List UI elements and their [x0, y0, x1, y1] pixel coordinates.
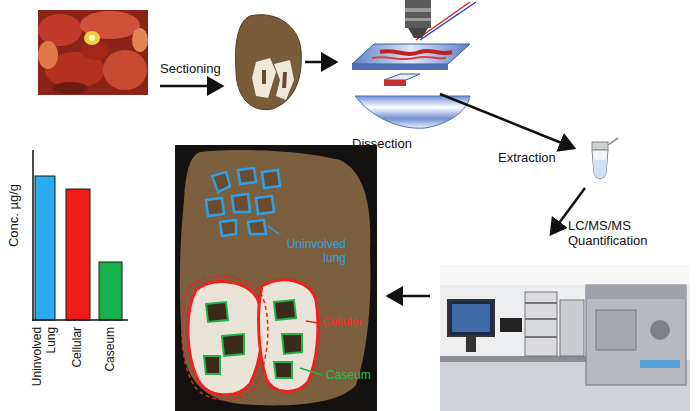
cellular-region-outline [188, 280, 318, 395]
uninvolved-region-outline-part [262, 170, 280, 188]
axis-category: Cellular [71, 327, 85, 407]
bar-chart-part [35, 176, 55, 320]
tissue-photo-part [38, 14, 82, 46]
lcms-instrument-photo-part [596, 310, 636, 350]
leader-line [306, 321, 318, 323]
bar-chart-part [32, 319, 128, 321]
lcms-instrument-photo-part [640, 360, 680, 368]
lcms-instrument-photo-part [448, 300, 494, 336]
region-label: Uninvolved lung [280, 238, 346, 266]
caseum-region-outline-part [204, 356, 220, 374]
lcms-instrument-photo-part [500, 318, 522, 332]
tissue-photo [38, 10, 148, 95]
lcms-instrument-photo-part [650, 320, 670, 340]
leader-line [268, 226, 279, 234]
tissue-photo-part [89, 35, 95, 41]
step-label: Dissection [352, 137, 412, 152]
extraction-tube [592, 138, 618, 179]
region-label: Cellular [322, 316, 363, 330]
dissection-microscope-part [372, 57, 446, 59]
caseum-region-outline-part [274, 300, 296, 320]
annotated-section-part [175, 145, 377, 411]
lcms-instrument-photo-part [586, 285, 686, 299]
dissection-microscope-part [352, 44, 470, 64]
tissue-photo-part [52, 82, 88, 94]
tissue-photo-part [132, 28, 148, 52]
bar-chart [32, 150, 128, 321]
caseum-region-outline-part [206, 302, 228, 322]
dissection-microscope-part [405, 18, 431, 21]
dissection-microscope-part [355, 96, 470, 128]
step-label: LC/MS/MS Quantification [568, 219, 668, 249]
lcms-instrument-photo-part [525, 336, 557, 338]
dissection-microscope-part [405, 8, 431, 12]
cellular-region-outline-part [188, 282, 262, 395]
flow-arrow-part [440, 94, 574, 148]
dissection-microscope-part [405, 0, 431, 28]
uninvolved-region-outline [206, 168, 280, 236]
dissection-microscope-part [384, 80, 406, 86]
bar-chart-part [32, 150, 34, 321]
leader-line [300, 368, 322, 375]
bar-chart-part [99, 262, 122, 320]
annotated-section-part [180, 150, 371, 405]
tissue-photo-part [103, 50, 147, 90]
dissection-microscope-part [408, 28, 428, 38]
axis-title: Conc. µg/g [7, 170, 22, 260]
lcms-instrument-photo-part [440, 265, 690, 285]
tissue-photo-part [38, 41, 58, 69]
cellular-region-outline-part [182, 276, 268, 399]
flow-arrow-part [160, 85, 222, 88]
uninvolved-region-outline-part [248, 220, 266, 234]
dissection-microscope-part [380, 51, 452, 54]
region-label: Caseum [326, 369, 371, 383]
axis-category: Uninvolved Lung [31, 327, 59, 407]
uninvolved-region-outline-part [256, 196, 274, 214]
lcms-instrument-photo [440, 265, 690, 411]
dissection-microscope [352, 0, 476, 128]
lcms-instrument-photo-part [525, 302, 557, 304]
annotated-section [175, 145, 377, 411]
extraction-tube-part [592, 142, 608, 150]
extraction-tube-part [608, 138, 618, 145]
axis-category: Caseum [104, 327, 118, 407]
caseum-region-outline-part [222, 334, 244, 356]
caseum-region-outline [204, 300, 302, 378]
extraction-tube-part [592, 150, 608, 179]
step-label: Sectioning [160, 62, 221, 77]
uninvolved-region-outline-part [220, 220, 236, 236]
tissue-section-part [236, 15, 302, 110]
bar-chart-part [66, 189, 90, 320]
tissue-section-part [262, 70, 266, 84]
caseum-region-outline-part [274, 362, 292, 378]
flow-arrow-part [305, 61, 336, 64]
tissue-photo-part [84, 31, 100, 45]
extraction-tube-part [593, 160, 607, 178]
tissue-section-part [252, 58, 276, 98]
lcms-instrument-photo-part [586, 285, 686, 385]
step-label: Extraction [498, 151, 556, 166]
uninvolved-region-outline-part [206, 198, 224, 216]
dissection-microscope-part [384, 74, 420, 80]
lcms-instrument-photo-part [440, 356, 590, 362]
lcms-instrument-photo-part [525, 318, 557, 320]
dissection-microscope-part [352, 64, 448, 70]
lcms-instrument-photo-part [440, 265, 690, 411]
lcms-instrument-photo-part [466, 336, 476, 352]
tissue-section [236, 15, 302, 110]
uninvolved-region-outline-part [238, 168, 256, 184]
lcms-instrument-photo-part [560, 300, 584, 356]
tissue-photo-part [38, 10, 148, 95]
lcms-instrument-photo-part [525, 292, 557, 356]
flow-arrow-part [388, 295, 430, 298]
tissue-section-part [282, 72, 287, 88]
cellular-region-outline [182, 276, 268, 399]
uninvolved-region-outline-part [232, 194, 250, 212]
lcms-instrument-photo-part [452, 304, 490, 332]
uninvolved-region-outline-part [212, 172, 230, 192]
caseum-region-outline-part [282, 334, 302, 354]
tissue-section-part [274, 60, 294, 100]
